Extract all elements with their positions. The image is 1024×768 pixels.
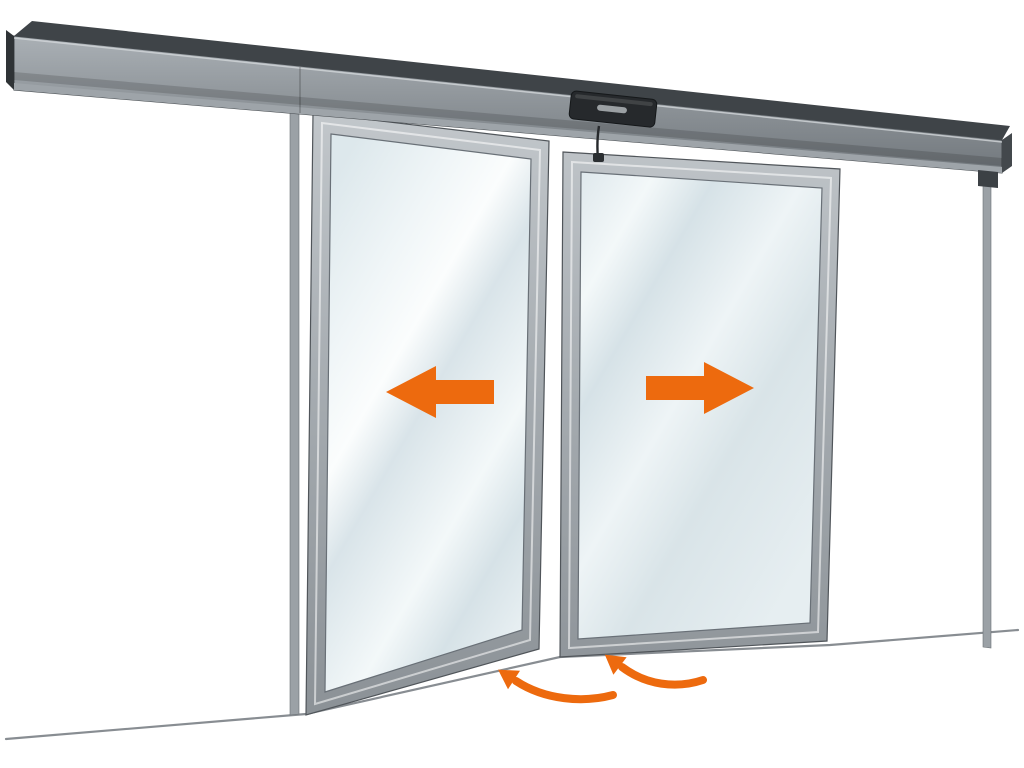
- swing-curve-arrow-inner-head: [604, 654, 627, 675]
- motion-sensor: [568, 90, 658, 128]
- sensor-gloss-highlight: [575, 94, 653, 107]
- rail-belt-groove: [14, 72, 1002, 166]
- swing-curve-arrow-outer-head: [498, 669, 520, 690]
- rail-right-bracket: [978, 170, 998, 188]
- left-jamb: [289, 109, 300, 716]
- sensor-logo: [597, 104, 627, 114]
- right-jamb: [982, 172, 992, 649]
- left-door-frame-bevel: [313, 121, 542, 706]
- swing-curve-arrow-inner-icon: [618, 663, 707, 689]
- left-door-panel: [305, 112, 550, 716]
- right-door-glass: [577, 171, 823, 640]
- rail-top-face: [14, 21, 1010, 140]
- cable-connector: [593, 153, 604, 162]
- right-door-frame-bevel: [567, 160, 833, 650]
- floor-swing-arrows: [498, 654, 707, 704]
- right-door-panel: [559, 151, 841, 658]
- overhead-track-rail: [6, 21, 1012, 188]
- slide-right-arrow-icon: [646, 362, 754, 414]
- rail-top-edge-highlight: [13, 37, 1003, 143]
- swing-curve-arrow-outer-icon: [512, 677, 617, 704]
- rail-bottom-lip: [14, 83, 1002, 173]
- slide-left-arrow-icon: [386, 366, 494, 418]
- rail-left-end-cap: [6, 30, 14, 90]
- rail-right-end-cap: [1002, 133, 1012, 173]
